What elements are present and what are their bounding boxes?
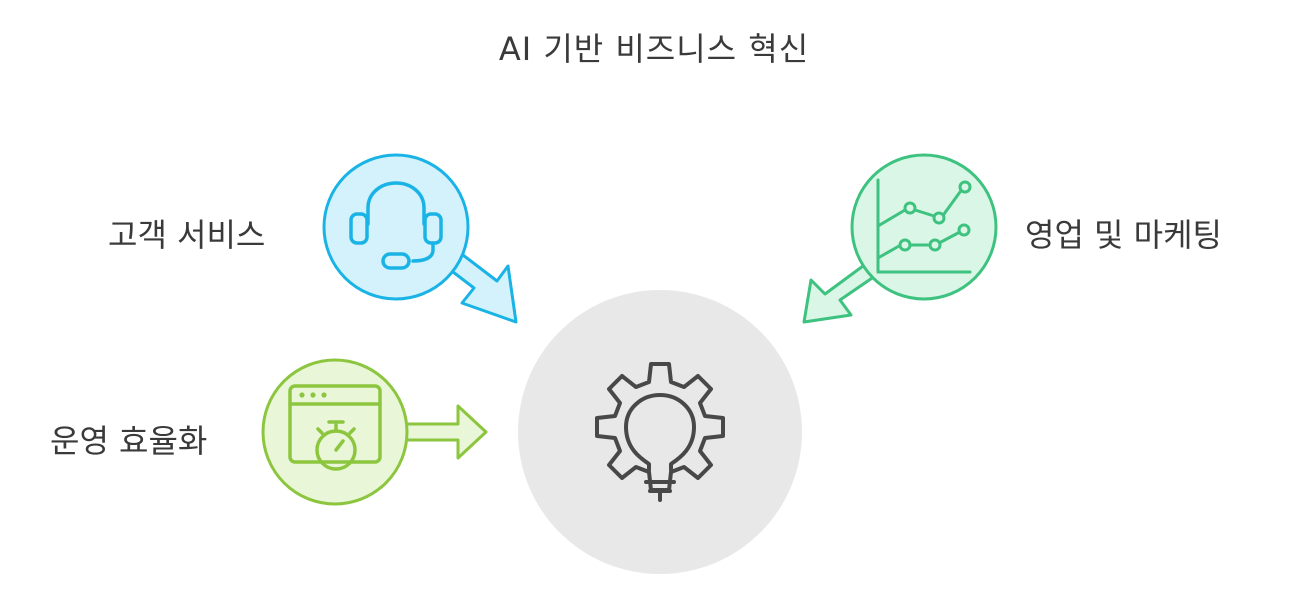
operational-efficiency-arrow (400, 404, 488, 460)
diagram-title: AI 기반 비즈니스 혁신 (498, 30, 810, 68)
headset-icon (349, 181, 443, 270)
center-circle (518, 290, 802, 574)
sales-marketing-circle (850, 153, 998, 301)
line-chart-icon (876, 178, 972, 274)
customer-service-label: 고객 서비스 (108, 216, 266, 254)
sales-marketing-arrow (802, 264, 880, 324)
customer-service-arrow (438, 253, 518, 324)
stopwatch-window-icon (288, 384, 382, 471)
window-dots-icon (299, 392, 327, 398)
sales-marketing-label: 영업 및 마케팅 (1025, 216, 1222, 254)
customer-service-circle (322, 153, 470, 301)
gear-lightbulb-icon (595, 362, 725, 502)
operational-efficiency-label: 운영 효율화 (50, 422, 208, 460)
